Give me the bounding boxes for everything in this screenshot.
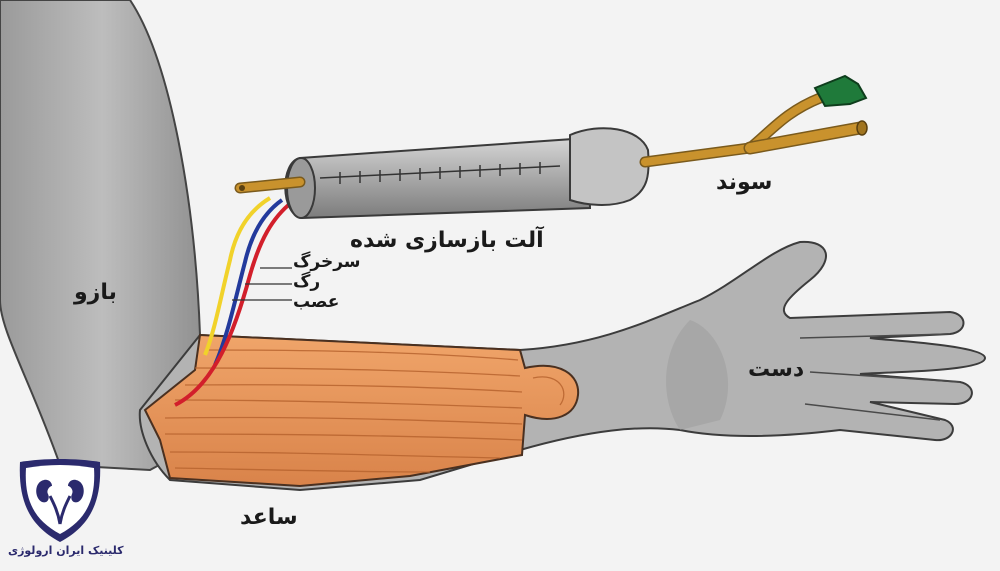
kidney-shield-icon <box>19 459 101 542</box>
nerve-label: عصب <box>293 292 340 312</box>
reconstructed-organ-label: آلت بازسازی شده <box>350 228 544 253</box>
forearm-flap <box>143 333 580 488</box>
glans <box>569 127 650 206</box>
artery-label: سرخرگ <box>293 252 361 272</box>
arm-label: بازو <box>74 280 117 305</box>
hand-label: دست <box>748 357 805 382</box>
logo-text: کلینیک ایران ارولوژی <box>8 544 124 557</box>
vein-line <box>213 198 284 366</box>
catheter-green-tip <box>813 74 868 108</box>
catheter-label: سوند <box>716 170 773 195</box>
forearm-label: ساعد <box>240 505 298 530</box>
vein-label: رگ <box>293 272 321 292</box>
artery-line <box>174 200 294 407</box>
nerve-line <box>203 196 272 356</box>
muscle-fibers <box>164 349 565 473</box>
